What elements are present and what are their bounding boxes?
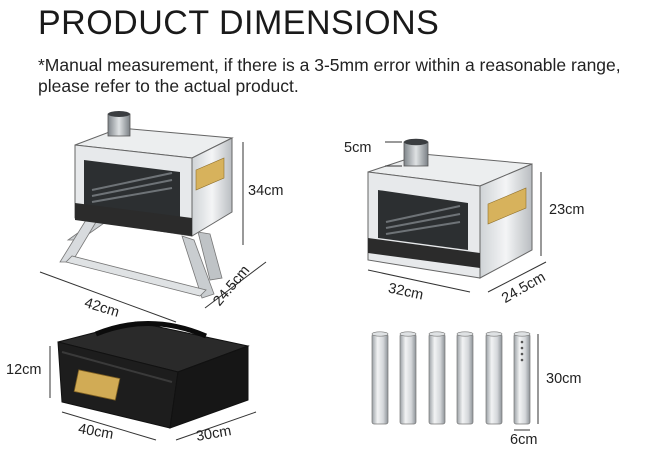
measurement-note: *Manual measurement, if there is a 3-5mm… <box>38 55 621 96</box>
stove-compact-image <box>367 138 533 279</box>
carry-bag-dimension-lines <box>49 346 257 441</box>
carry-bag-height-label: 12cm <box>6 362 42 378</box>
stove-with-legs-height-label: 34cm <box>248 183 284 199</box>
pipe-4 <box>456 331 474 425</box>
stove-compact-height-label: 23cm <box>549 202 585 218</box>
stove-with-legs-dimension-lines <box>39 142 267 323</box>
page-title: PRODUCT DIMENSIONS <box>38 4 440 42</box>
pipe-3 <box>428 331 446 425</box>
stove-compact-chimney-label: 5cm <box>344 140 372 156</box>
pipe-5 <box>485 331 503 425</box>
carry-bag-image <box>57 321 250 429</box>
pipe-length-label: 30cm <box>546 371 582 387</box>
pipe-1 <box>371 331 389 425</box>
pipes-dimension-lines <box>514 334 539 431</box>
stove-compact-dimension-lines <box>367 141 547 293</box>
pipes-image <box>371 331 531 425</box>
pipe-2 <box>399 331 417 425</box>
stove-with-legs-image <box>59 111 234 299</box>
pipe-6 <box>513 331 531 425</box>
pipe-diameter-label: 6cm <box>510 432 538 448</box>
